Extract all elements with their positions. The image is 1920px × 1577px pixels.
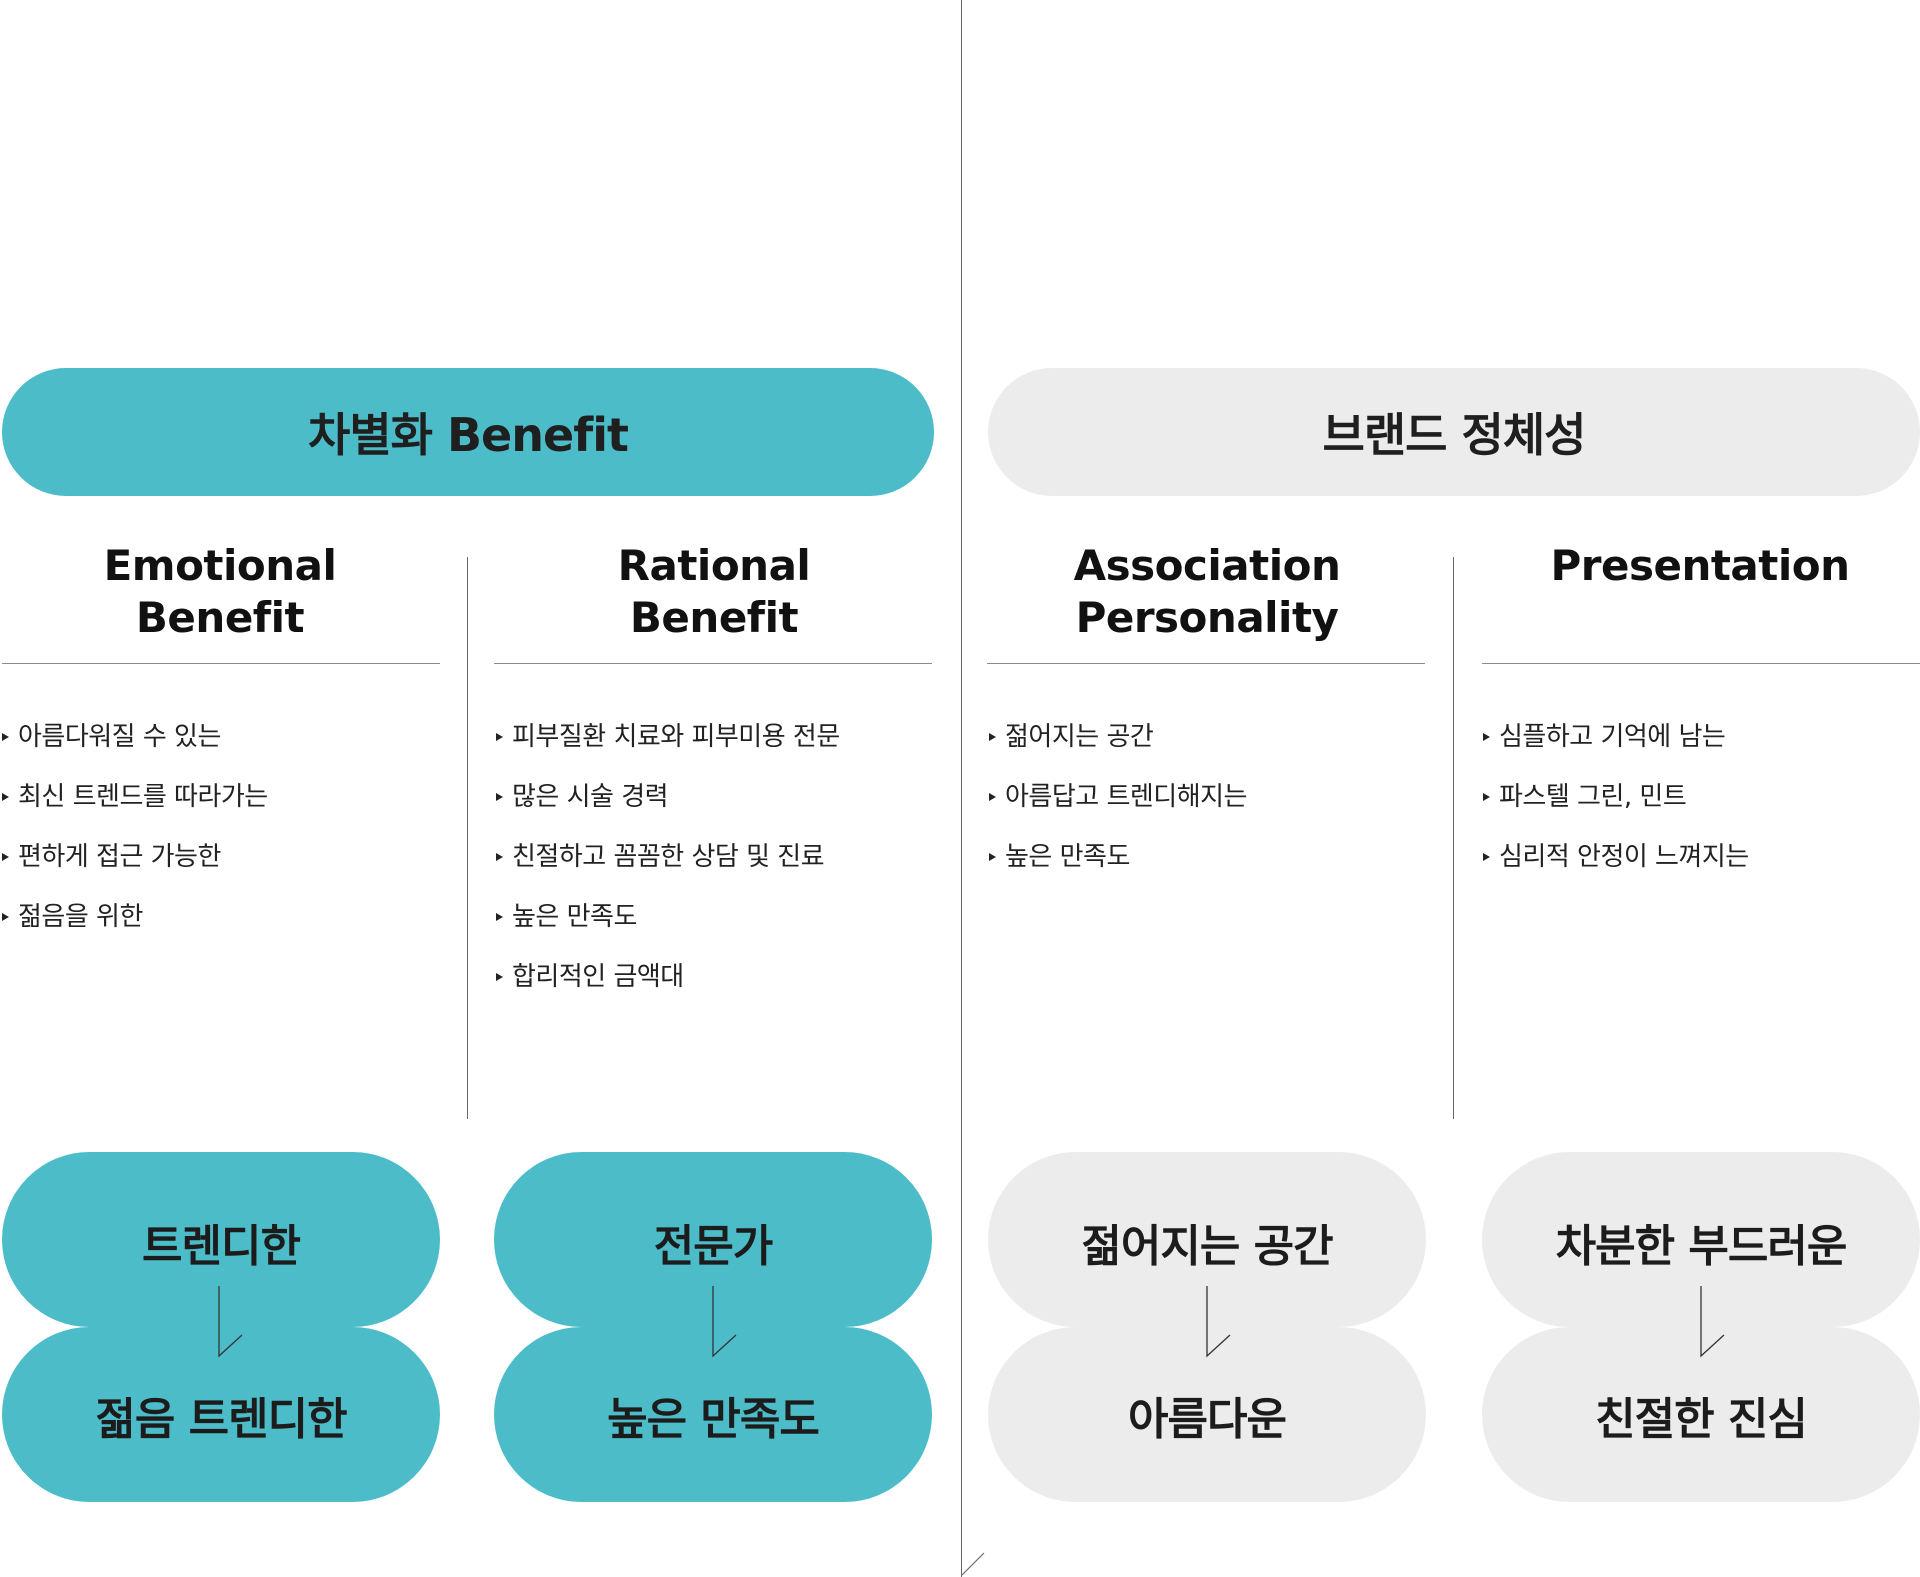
heading-line: Personality (1075, 593, 1339, 642)
result-label: 아름다운 (1128, 1393, 1287, 1445)
list-item: 심리적 안정이 느껴지는 (1483, 827, 1749, 887)
heading-underline (494, 663, 932, 664)
list-item: 높은 만족도 (496, 887, 840, 947)
column-heading-presentation: Presentation (1480, 540, 1920, 592)
heading-line: Rational (617, 541, 811, 590)
list-item: 높은 만족도 (989, 827, 1247, 887)
center-divider-hook (961, 1552, 985, 1576)
result-label: 젊음 트렌디한 (95, 1393, 347, 1445)
result-label: 친절한 진심 (1595, 1393, 1808, 1445)
heading-line: Benefit (629, 593, 799, 642)
list-item: 편하게 접근 가능한 (2, 827, 268, 887)
result-pill-top-emotional: 트렌디한 (2, 1152, 440, 1327)
list-item: 심플하고 기억에 남는 (1483, 707, 1749, 767)
list-item: 피부질환 치료와 피부미용 전문 (496, 707, 840, 767)
list-item: 친절하고 꼼꼼한 상담 및 진료 (496, 827, 840, 887)
list-item: 젊음을 위한 (2, 887, 268, 947)
heading-line: Emotional (103, 541, 337, 590)
result-pill-bottom-emotional: 젊음 트렌디한 (2, 1327, 440, 1502)
result-pill-top-association: 젊어지는 공간 (988, 1152, 1426, 1327)
connector-arrow-icon (1206, 1286, 1231, 1358)
bullet-list-presentation: 심플하고 기억에 남는 파스텔 그린, 민트 심리적 안정이 느껴지는 (1483, 707, 1749, 887)
bullet-list-rational: 피부질환 치료와 피부미용 전문 많은 시술 경력 친절하고 꼼꼼한 상담 및 … (496, 707, 840, 1007)
column-divider-left (467, 557, 468, 1119)
result-label: 높은 만족도 (607, 1393, 820, 1445)
connector-arrow-icon (218, 1286, 243, 1358)
result-label: 트렌디한 (142, 1221, 301, 1272)
header-pill-label: 차별화 Benefit (308, 408, 629, 462)
column-heading-rational: Rational Benefit (494, 540, 934, 644)
list-item: 최신 트렌드를 따라가는 (2, 767, 268, 827)
list-item: 아름답고 트렌디해지는 (989, 767, 1247, 827)
connector-arrow-icon (1700, 1286, 1725, 1358)
header-pill-label: 브랜드 정체성 (1322, 408, 1587, 462)
heading-underline (987, 663, 1425, 664)
result-label: 전문가 (653, 1221, 773, 1272)
bullet-list-association: 젊어지는 공간 아름답고 트렌디해지는 높은 만족도 (989, 707, 1247, 887)
list-item: 젊어지는 공간 (989, 707, 1247, 767)
list-item: 아름다워질 수 있는 (2, 707, 268, 767)
result-label: 젊어지는 공간 (1081, 1221, 1333, 1272)
column-divider-right (1453, 557, 1454, 1119)
header-pill-brand-identity: 브랜드 정체성 (988, 368, 1920, 496)
heading-line: Association (1073, 541, 1341, 590)
result-label: 차분한 부드러운 (1555, 1221, 1848, 1272)
column-heading-emotional: Emotional Benefit (0, 540, 440, 644)
header-pill-differentiation-benefit: 차별화 Benefit (2, 368, 934, 496)
list-item: 합리적인 금액대 (496, 947, 840, 1007)
bullet-list-emotional: 아름다워질 수 있는 최신 트렌드를 따라가는 편하게 접근 가능한 젊음을 위… (2, 707, 268, 947)
list-item: 많은 시술 경력 (496, 767, 840, 827)
column-heading-association: Association Personality (987, 540, 1427, 644)
heading-underline (1482, 663, 1920, 664)
connector-arrow-icon (712, 1286, 737, 1358)
result-pill-bottom-rational: 높은 만족도 (494, 1327, 932, 1502)
center-divider (961, 0, 962, 1577)
list-item: 파스텔 그린, 민트 (1483, 767, 1749, 827)
heading-underline (2, 663, 440, 664)
heading-line: Presentation (1550, 541, 1850, 590)
heading-line: Benefit (135, 593, 305, 642)
